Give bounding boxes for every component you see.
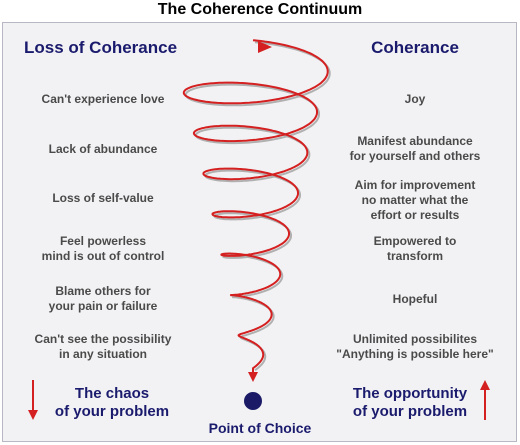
left-item: Blame others for your pain or failure (48, 284, 158, 313)
left-item: Lack of abundance (48, 142, 158, 156)
right-item: Manifest abundance for yourself and othe… (349, 134, 481, 163)
right-header: Coherance (371, 38, 459, 57)
right-item: Empowered to transform (373, 234, 457, 263)
footer-chaos-label: The chaos of your problem (54, 385, 170, 420)
spiral-bottom-arrow (248, 372, 258, 382)
left-header: Loss of Coherance (24, 38, 178, 57)
left-item: Can't experience love (41, 92, 165, 106)
right-item: Unlimited possibilites "Anything is poss… (336, 332, 494, 361)
diagram-panel (2, 22, 517, 442)
right-item: Joy (404, 92, 426, 106)
point-of-choice-dot (244, 392, 262, 410)
spiral-top-arrow (258, 41, 272, 53)
left-item: Can't see the possibility in any situati… (34, 332, 172, 361)
right-item: Aim for improvement no matter what the e… (354, 178, 476, 222)
left-item: Loss of self-value (52, 191, 154, 205)
spiral-line (182, 39, 329, 372)
right-item: Hopeful (392, 292, 438, 306)
point-of-choice-label: Point of Choice (208, 420, 312, 436)
left-item: Feel powerless mind is out of control (41, 234, 165, 263)
diagram-title: The Coherence Continuum (157, 1, 363, 18)
footer-opportunity-label: The opportunity of your problem (352, 385, 468, 420)
